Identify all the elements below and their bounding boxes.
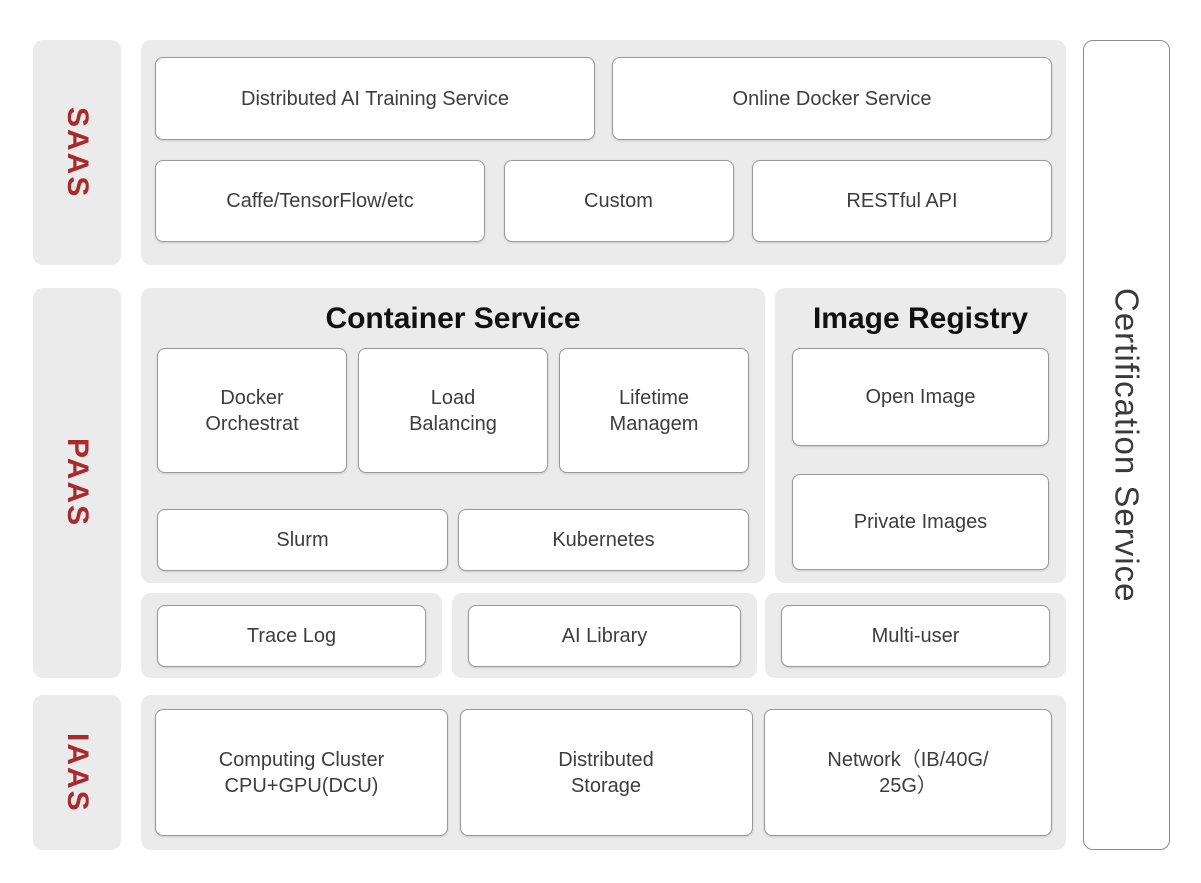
- box-kubernetes: Kubernetes: [458, 509, 749, 571]
- box-ai-library-label: AI Library: [561, 624, 648, 647]
- iaas-panel: Computing Cluster CPU+GPU(DCU) Distribut…: [141, 695, 1066, 850]
- paas-layer-label: PAAS: [33, 288, 121, 678]
- box-open-image: Open Image: [792, 348, 1049, 446]
- box-caffe-tensorflow-etc: Caffe/TensorFlow/etc: [155, 160, 485, 242]
- box-restful-api: RESTful API: [752, 160, 1052, 242]
- box-computing-cluster-label: Computing Cluster CPU+GPU(DCU): [218, 748, 385, 797]
- box-custom-label: Custom: [584, 190, 653, 212]
- container-service-panel: Container Service Docker Orchestrat Load…: [141, 288, 765, 583]
- box-slurm-label: Slurm: [276, 529, 329, 551]
- box-custom: Custom: [503, 160, 734, 242]
- box-slurm: Slurm: [157, 509, 448, 571]
- box-distributed-ai-training-service-label: Distributed AI Training Service: [241, 87, 509, 110]
- ai-library-panel: AI Library: [452, 593, 757, 678]
- box-load-balancing: Load Balancing: [358, 348, 548, 473]
- certification-service-text: Certification Service: [1108, 287, 1146, 603]
- saas-row-2: Caffe/TensorFlow/etc Custom RESTful API: [155, 160, 1052, 242]
- iaas-label-text: IAAS: [61, 732, 94, 813]
- box-online-docker-service-label: Online Docker Service: [732, 87, 932, 110]
- box-private-images: Private Images: [792, 474, 1049, 570]
- box-distributed-storage-label: Distributed Storage: [558, 748, 654, 797]
- box-distributed-ai-training-service: Distributed AI Training Service: [155, 57, 595, 140]
- container-service-title: Container Service: [325, 302, 581, 335]
- box-open-image-label: Open Image: [865, 386, 976, 408]
- box-network-label: Network（IB/40G/ 25G）: [827, 748, 989, 797]
- multi-user-panel: Multi-user: [765, 593, 1066, 678]
- box-ai-library: AI Library: [468, 604, 741, 667]
- box-docker-orchestrat: Docker Orchestrat: [157, 348, 347, 473]
- box-trace-log: Trace Log: [157, 604, 426, 667]
- image-registry-panel: Image Registry Open Image Private Images: [775, 288, 1066, 583]
- saas-layer-label: SAAS: [33, 40, 121, 265]
- paas-label-text: PAAS: [61, 438, 94, 528]
- saas-row-1: Distributed AI Training Service Online D…: [155, 57, 1052, 140]
- iaas-layer-label: IAAS: [33, 695, 121, 850]
- container-service-top-row: Docker Orchestrat Load Balancing Lifetim…: [157, 348, 749, 473]
- box-multi-user: Multi-user: [781, 604, 1050, 667]
- trace-log-panel: Trace Log: [141, 593, 442, 678]
- box-online-docker-service: Online Docker Service: [612, 57, 1052, 140]
- box-load-balancing-label: Load Balancing: [409, 386, 497, 435]
- box-computing-cluster: Computing Cluster CPU+GPU(DCU): [155, 709, 448, 836]
- box-lifetime-managem-label: Lifetime Managem: [609, 386, 699, 435]
- saas-panel: Distributed AI Training Service Online D…: [141, 40, 1066, 265]
- box-network: Network（IB/40G/ 25G）: [764, 709, 1052, 836]
- box-caffe-tensorflow-etc-label: Caffe/TensorFlow/etc: [226, 190, 414, 212]
- container-service-bottom-row: Slurm Kubernetes: [157, 509, 749, 571]
- box-docker-orchestrat-label: Docker Orchestrat: [205, 386, 299, 435]
- saas-label-text: SAAS: [61, 106, 94, 199]
- box-multi-user-label: Multi-user: [871, 624, 960, 647]
- box-restful-api-label: RESTful API: [846, 190, 958, 212]
- box-lifetime-managem: Lifetime Managem: [559, 348, 749, 473]
- iaas-row: Computing Cluster CPU+GPU(DCU) Distribut…: [155, 709, 1052, 836]
- image-registry-title: Image Registry: [812, 302, 1029, 335]
- box-kubernetes-label: Kubernetes: [552, 529, 655, 551]
- certification-service-panel: Certification Service: [1083, 40, 1170, 850]
- box-trace-log-label: Trace Log: [246, 624, 337, 647]
- box-private-images-label: Private Images: [853, 511, 988, 533]
- box-distributed-storage: Distributed Storage: [459, 709, 753, 836]
